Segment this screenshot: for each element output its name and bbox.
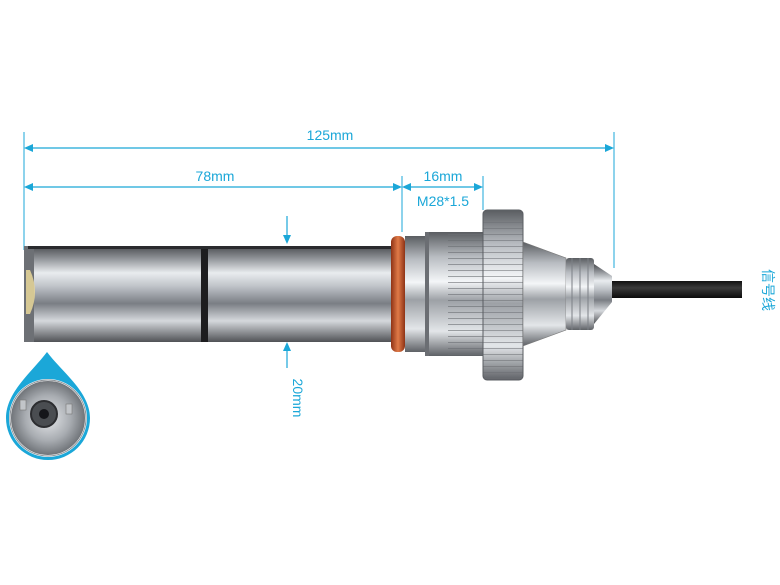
probe-length-arrow xyxy=(24,183,402,191)
end-face-callout xyxy=(5,352,91,461)
sensor-probe xyxy=(24,209,612,381)
diameter-arrows xyxy=(283,216,291,368)
signal-cable xyxy=(612,281,742,298)
probe-tube xyxy=(28,246,396,342)
diameter-label: 20mm xyxy=(290,379,306,418)
thread-length-label: 16mm xyxy=(424,168,463,184)
total-length-label: 125mm xyxy=(307,127,354,143)
tapered-body xyxy=(522,241,567,347)
dimension-labels: 125mm 78mm 16mm M28*1.5 20mm xyxy=(196,127,470,417)
cable-label: 信号线 xyxy=(759,269,775,311)
total-length-arrow xyxy=(24,144,614,152)
o-ring xyxy=(391,236,405,352)
thread-spec-label: M28*1.5 xyxy=(417,193,469,209)
dimension-lines xyxy=(23,132,615,368)
probe-length-label: 78mm xyxy=(196,168,235,184)
thread-length-arrow xyxy=(402,183,483,191)
probe-band xyxy=(201,246,208,342)
